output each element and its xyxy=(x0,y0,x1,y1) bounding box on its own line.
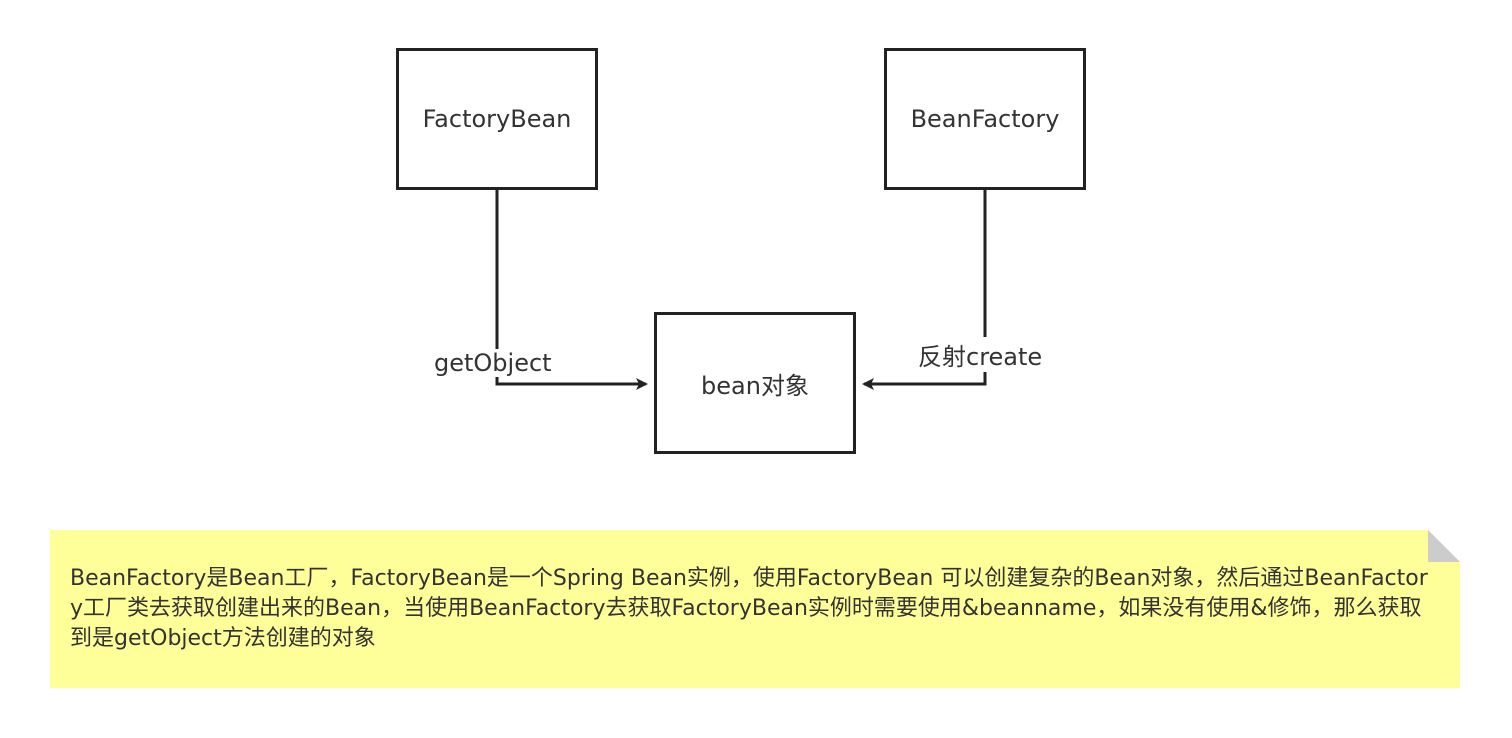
edge-factorybean-to-bean xyxy=(495,190,648,390)
node-beanfactory-label: BeanFactory xyxy=(910,105,1060,133)
node-factorybean-label: FactoryBean xyxy=(422,105,572,133)
node-beanfactory[interactable]: BeanFactory xyxy=(884,48,1086,190)
sticky-note-text: BeanFactory是Bean工厂，FactoryBean是一个Spring … xyxy=(70,566,1428,651)
node-bean-object[interactable]: bean对象 xyxy=(654,312,856,454)
edge-label-reflect-create: 反射create xyxy=(918,337,1043,372)
node-bean-object-label: bean对象 xyxy=(701,371,809,400)
sticky-note-shape xyxy=(50,530,1460,688)
sticky-note[interactable]: BeanFactory是Bean工厂，FactoryBean是一个Spring … xyxy=(50,530,1460,688)
node-factorybean[interactable]: FactoryBean xyxy=(396,48,598,190)
edge-beanfactory-to-bean xyxy=(862,190,987,390)
edge-label-getobject: getObject xyxy=(434,349,552,377)
